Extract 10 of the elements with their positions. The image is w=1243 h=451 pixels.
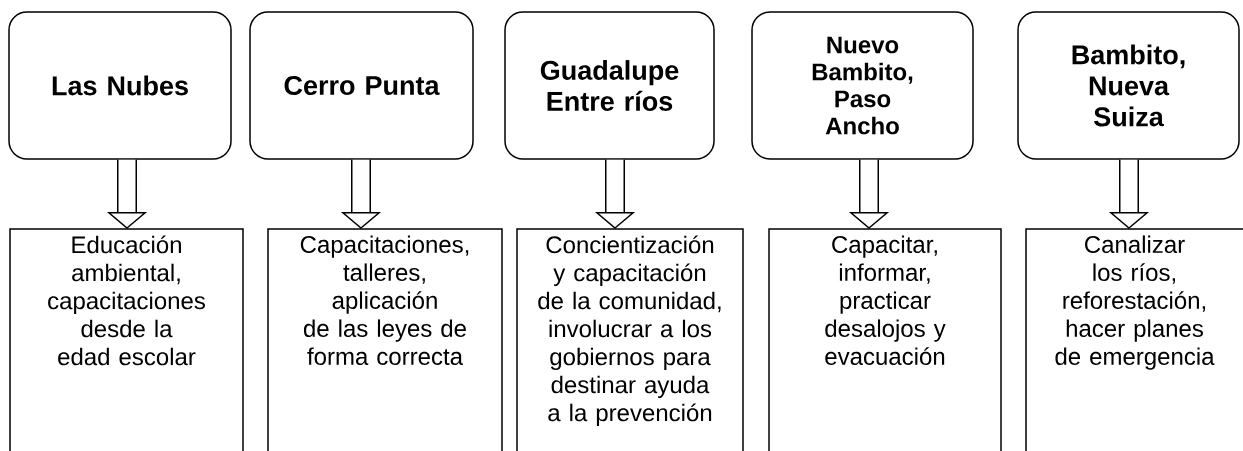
place-box: Guadalupe Entre ríos bbox=[504, 11, 715, 160]
action-box: Capacitaciones, talleres, aplicación de las leyes de forma correcta bbox=[267, 228, 503, 451]
action-box: Canalizar los ríos, reforestación, hacer planes de emergencia bbox=[1025, 228, 1243, 451]
place-box: Bambito, Nueva Suiza bbox=[1017, 11, 1240, 160]
place-box: Cerro Punta bbox=[249, 11, 474, 160]
place-box: Las Nubes bbox=[8, 11, 232, 160]
action-box: Educación ambiental, capacitaciones desde la edad escolar bbox=[9, 228, 244, 451]
place-box: Nuevo Bambito, Paso Ancho bbox=[751, 11, 974, 160]
action-box: Concientización y capacitación de la comunidad, involucrar a los gobiernos para destinar ayuda a la prevención bbox=[516, 228, 744, 451]
action-box: Capacitar, informar, practicar desalojos y evacuación bbox=[768, 228, 1002, 451]
